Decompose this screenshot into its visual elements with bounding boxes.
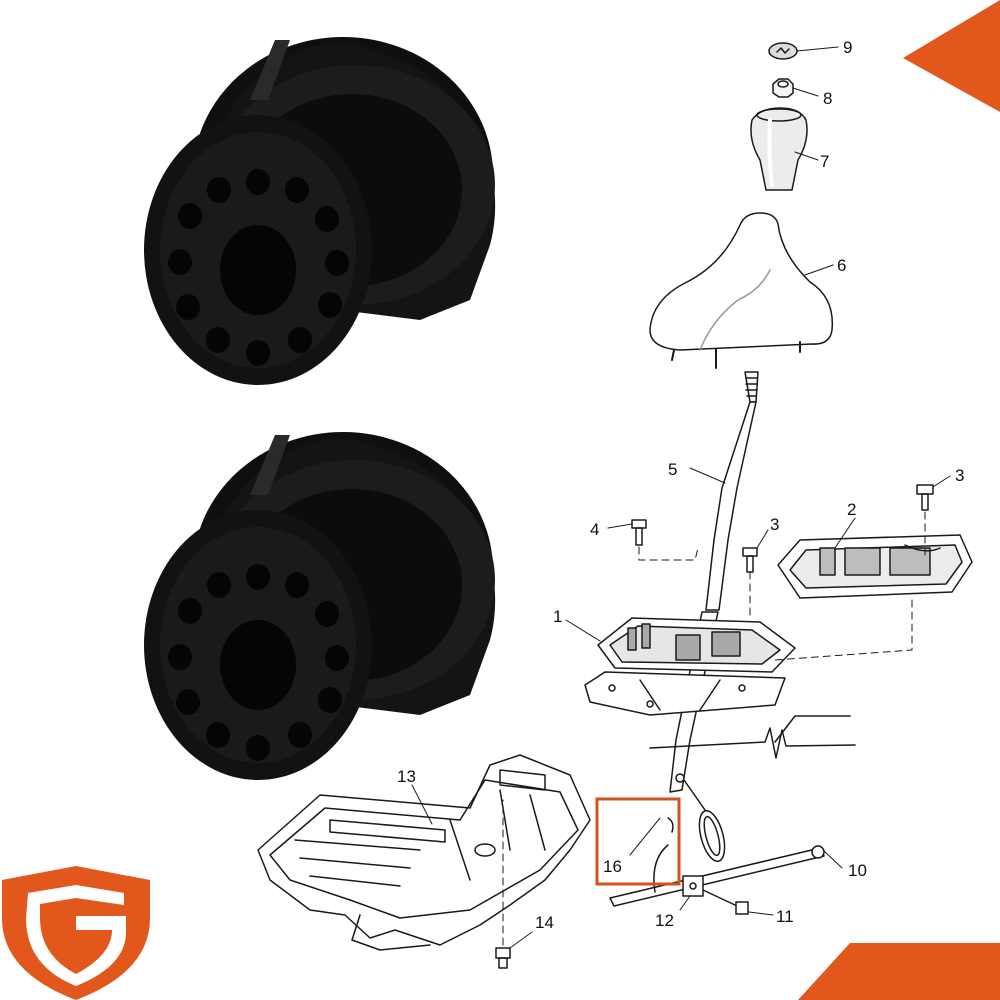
assembly-guide-lines bbox=[638, 511, 926, 661]
shifter-base-housing-drawing bbox=[584, 617, 796, 716]
shifter-cover-plate-drawing bbox=[777, 534, 973, 599]
bushing-icon bbox=[144, 432, 496, 780]
callout-6: 6 bbox=[837, 256, 846, 275]
callout-3b: 3 bbox=[955, 466, 964, 485]
callout-10: 10 bbox=[848, 861, 867, 880]
heat-shield-drawing bbox=[257, 754, 591, 951]
shifter-linkage-drawing bbox=[609, 773, 825, 915]
shield-bolt-drawing bbox=[495, 799, 511, 969]
callout-16: 16 bbox=[603, 857, 622, 876]
callout-9: 9 bbox=[843, 38, 852, 57]
callout-4: 4 bbox=[590, 520, 599, 539]
bolt-3a-drawing bbox=[742, 547, 758, 573]
callout-11: 11 bbox=[776, 907, 794, 926]
callout-8: 8 bbox=[823, 89, 832, 108]
tunnel-break-line bbox=[649, 727, 856, 759]
callout-5: 5 bbox=[668, 460, 677, 479]
callout-1: 1 bbox=[553, 607, 562, 626]
g-shield-logo-icon bbox=[2, 866, 150, 1000]
callout-leader-lines bbox=[411, 46, 951, 949]
shift-knob-drawing bbox=[750, 107, 808, 191]
nut-drawing bbox=[772, 78, 794, 98]
corner-accent-top-right bbox=[903, 0, 1000, 112]
callout-3a: 3 bbox=[770, 515, 779, 534]
callout-14: 14 bbox=[535, 913, 554, 932]
callout-13: 13 bbox=[397, 767, 416, 786]
callout-2: 2 bbox=[847, 500, 856, 519]
knob-cap-drawing bbox=[768, 42, 798, 60]
shift-lever-drawing bbox=[669, 371, 759, 793]
bolt-3b-drawing bbox=[916, 484, 934, 511]
bolt-4-drawing bbox=[631, 519, 647, 546]
highlight-box bbox=[595, 797, 681, 886]
shift-boot-drawing bbox=[649, 212, 834, 369]
callout-12: 12 bbox=[655, 911, 674, 930]
exploded-view-drawing bbox=[257, 42, 973, 969]
callout-7: 7 bbox=[820, 152, 829, 171]
corner-accent-bottom-right bbox=[798, 943, 1000, 1000]
bushing-icon bbox=[144, 37, 496, 385]
callout-labels: 9 8 7 6 5 4 3 3 2 1 10 11 12 13 14 16 bbox=[397, 38, 964, 932]
